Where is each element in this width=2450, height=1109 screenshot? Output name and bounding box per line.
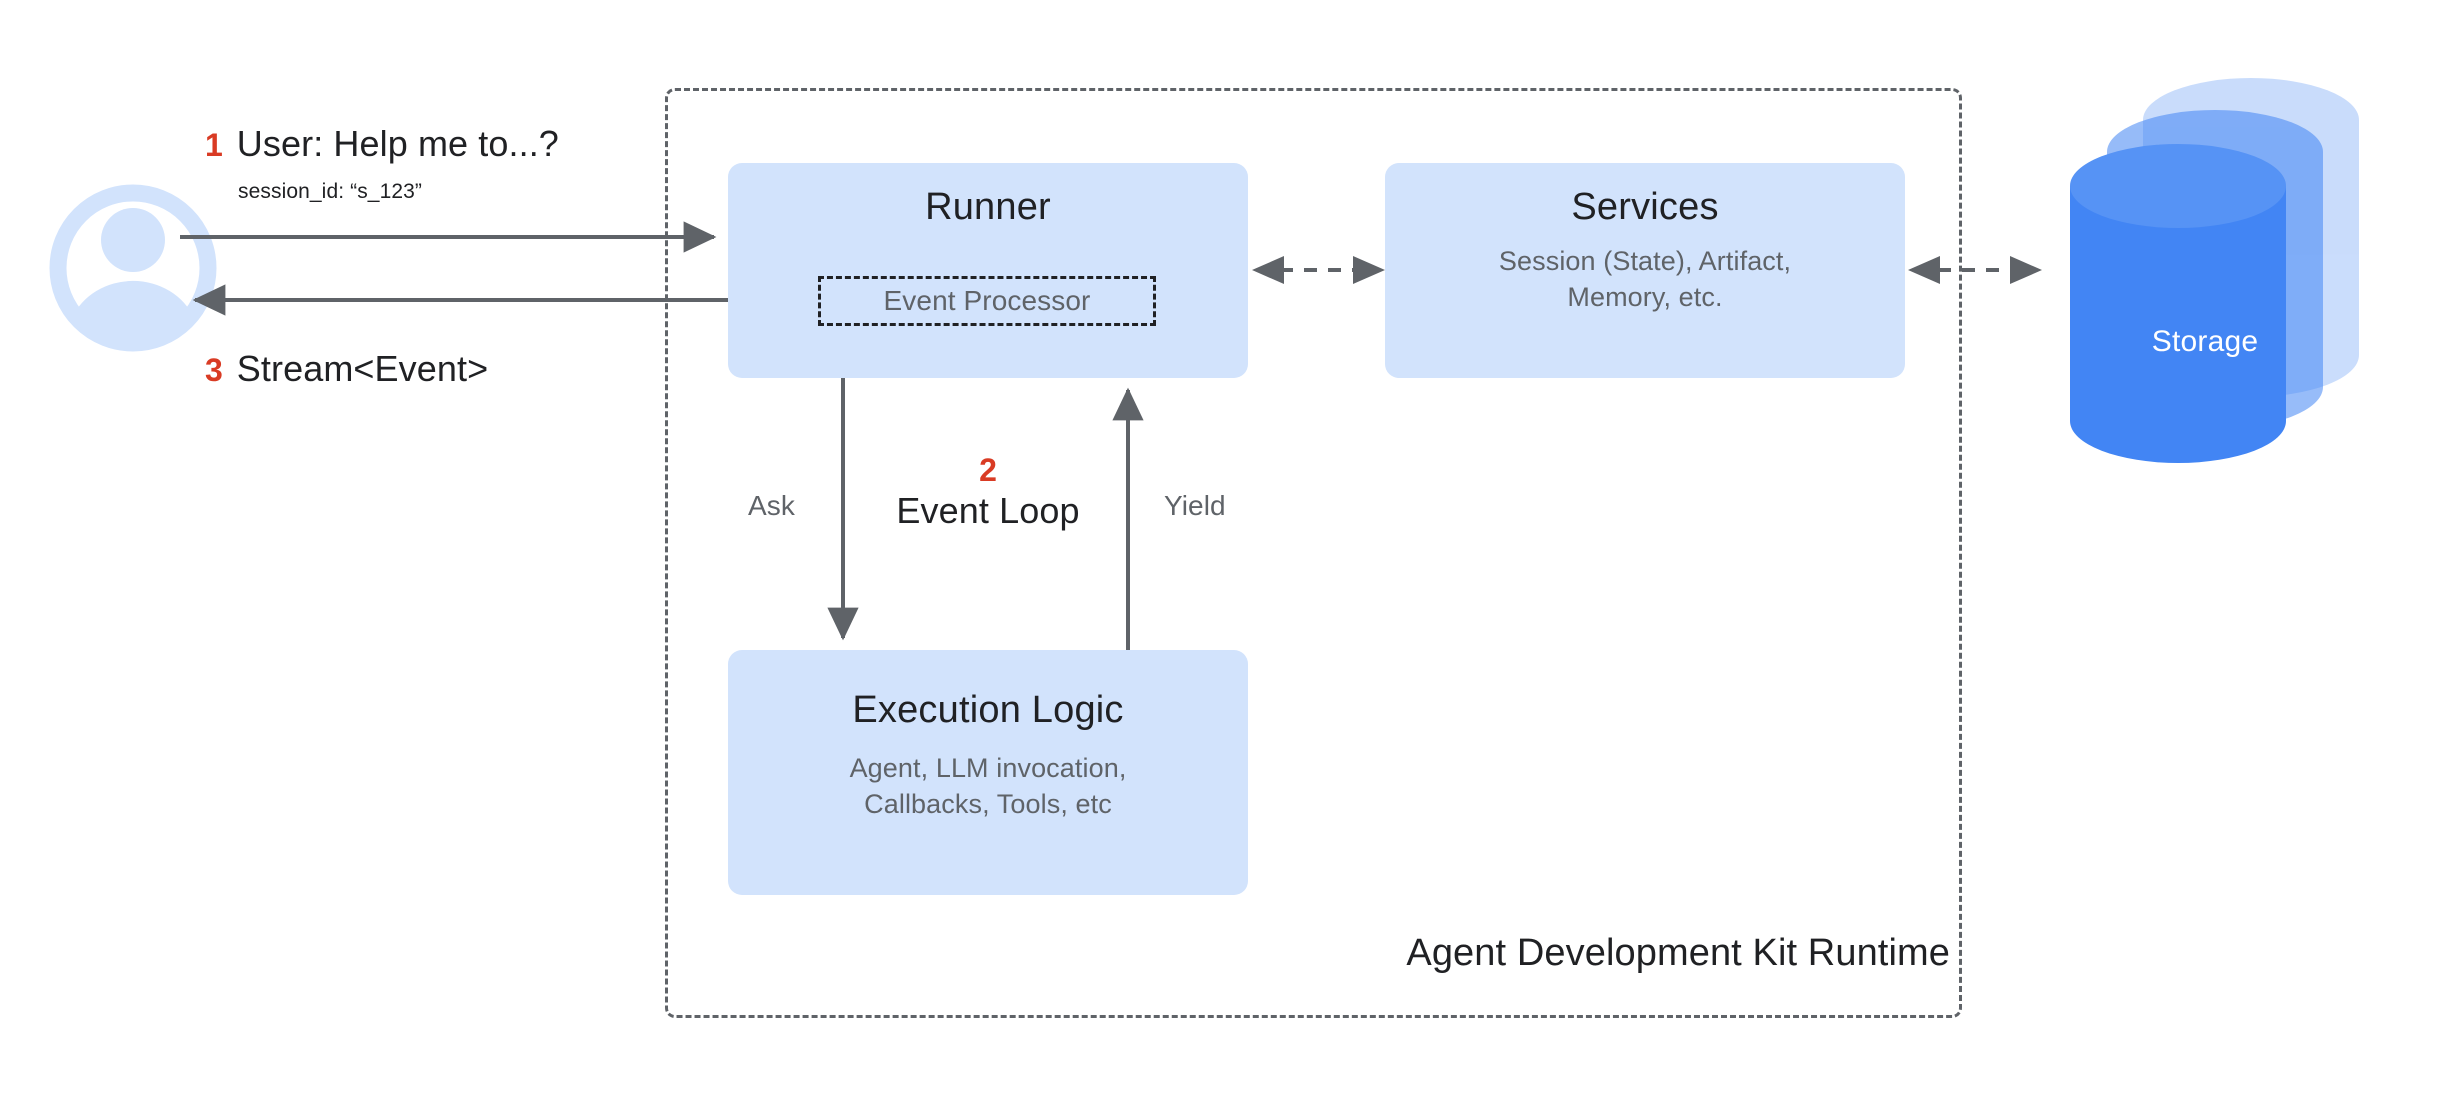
- execution-logic-node[interactable]: Execution Logic Agent, LLM invocation,Ca…: [728, 650, 1248, 895]
- step-number-3: 3: [205, 352, 223, 388]
- user-request-text: User: Help me to...?: [236, 123, 559, 164]
- event-processor-node[interactable]: Event Processor: [818, 276, 1156, 326]
- event-loop-label: Event Loop: [896, 489, 1080, 531]
- ask-edge-label: Ask: [748, 490, 795, 521]
- user-request-message: 1 User: Help me to...?: [205, 123, 559, 165]
- services-title: Services: [1571, 186, 1719, 228]
- storage-label: Storage: [2151, 325, 2259, 358]
- runner-title: Runner: [925, 186, 1051, 228]
- event-processor-label: Event Processor: [883, 285, 1091, 316]
- storage-cylinder-icon: [2070, 78, 2359, 463]
- services-subtitle: Session (State), Artifact,Memory, etc.: [1498, 245, 1792, 312]
- runtime-title: Agent Development Kit Runtime: [1406, 932, 1950, 974]
- execution-logic-title: Execution Logic: [852, 689, 1124, 731]
- stream-response-text: Stream<Event>: [236, 348, 489, 389]
- adk-runtime-boundary: [665, 88, 1962, 1018]
- event-loop-step-number: 2: [979, 452, 997, 488]
- stream-response-message: 3 Stream<Event>: [205, 348, 488, 390]
- step-number-1: 1: [205, 127, 223, 163]
- yield-edge-label: Yield: [1164, 490, 1226, 521]
- event-loop-annotation: 2 Event Loop: [838, 452, 1138, 532]
- user-avatar-icon: [49, 184, 217, 352]
- session-id-meta: session_id: “s_123”: [238, 180, 422, 203]
- services-node[interactable]: Services Session (State), Artifact,Memor…: [1385, 163, 1905, 378]
- execution-logic-subtitle: Agent, LLM invocation,Callbacks, Tools, …: [849, 752, 1127, 819]
- runner-node[interactable]: Runner Event Processor: [728, 163, 1248, 378]
